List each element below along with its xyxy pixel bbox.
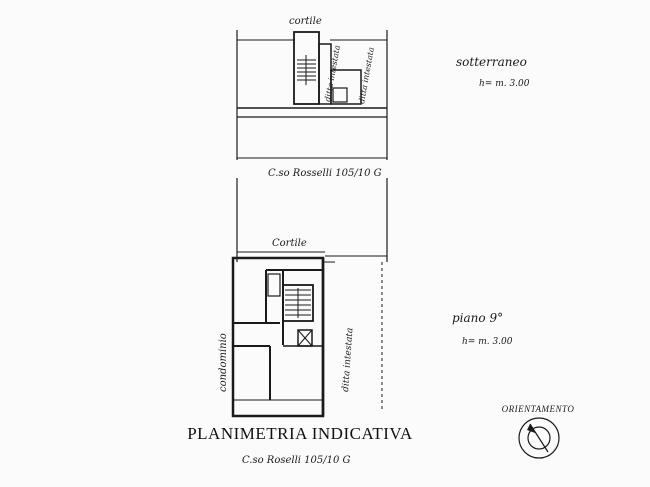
basement-height-label: h= m. 3.00 bbox=[479, 79, 530, 89]
ninth-right-label: ditta intestata bbox=[341, 327, 355, 392]
basement-ditta-left-label: ditta intestata bbox=[323, 44, 342, 102]
basement-plan bbox=[236, 30, 388, 160]
ninth-floor-plan bbox=[231, 178, 388, 418]
basement-level-label: sotterraneo bbox=[456, 55, 527, 69]
ninth-street-label: C.so Roselli 105/10 G bbox=[242, 455, 351, 466]
ninth-level-label: piano 9° bbox=[452, 311, 503, 325]
plan-caption: PLANIMETRIA INDICATIVA bbox=[187, 424, 413, 443]
basement-street-label: C.so Rosselli 105/10 G bbox=[268, 168, 382, 179]
ninth-courtyard-label: Cortile bbox=[272, 238, 307, 249]
basement-ditta-right-label: ditta intestata bbox=[357, 46, 376, 104]
north-arrow-icon bbox=[518, 417, 560, 459]
ninth-left-label: condominio bbox=[218, 333, 229, 392]
basement-courtyard-label: cortile bbox=[289, 16, 322, 27]
ninth-height-label: h= m. 3.00 bbox=[462, 337, 513, 347]
orientation-label: ORIENTAMENTO bbox=[501, 404, 575, 414]
